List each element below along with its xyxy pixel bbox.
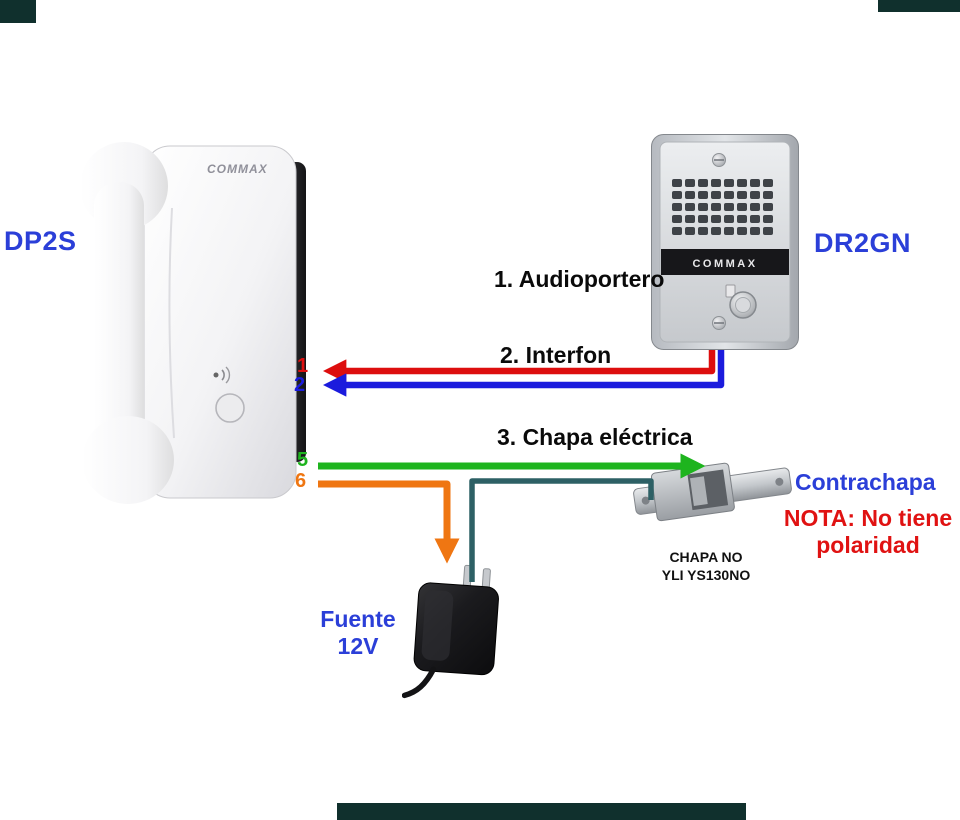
brand-band [661, 249, 789, 275]
name-led [725, 284, 736, 298]
video-artifact-top-left [0, 0, 36, 23]
terminal-number-5: 5 [297, 449, 309, 471]
door-station-graphic: COMMAX [651, 134, 799, 350]
phone-seam [168, 207, 175, 439]
terminal-number-1: 1 [297, 355, 309, 377]
power-adapter-graphic [401, 564, 499, 699]
speaker-grille [672, 179, 776, 239]
step2-label: 2. Interfon [500, 342, 612, 368]
strike-hole-right [775, 477, 784, 486]
electric-strike-graphic [633, 462, 792, 522]
strike-latch [689, 476, 708, 506]
door-station-face [659, 141, 791, 343]
terminal-number-6: 6 [295, 470, 307, 492]
video-artifact-top-right [878, 0, 960, 12]
call-button-center [735, 297, 751, 313]
phone-call-button [215, 393, 245, 423]
phone-handset [80, 142, 174, 504]
strike-model-line1: CHAPA NO [669, 549, 743, 565]
electric-strike [630, 436, 798, 540]
strike-model-line2: YLI YS130NO [661, 567, 751, 583]
psu-label: Fuente 12V [314, 606, 402, 660]
strike-assembly [633, 462, 792, 522]
psu-label-line2: 12V [337, 633, 379, 659]
step1-label: 1. Audioportero [494, 266, 665, 292]
psu-label-line1: Fuente [320, 606, 396, 632]
strike-label: Contrachapa [795, 469, 936, 495]
door-brand-logo: COMMAX [692, 258, 757, 270]
phone-model-label: DP2S [4, 226, 77, 256]
terminal-number-2: 2 [294, 374, 306, 396]
adapter-assembly [401, 564, 499, 699]
adapter-cord [401, 666, 437, 699]
step3-label: 3. Chapa eléctrica [497, 424, 693, 450]
adapter-highlight [421, 590, 454, 661]
intercom-phone-dp2s: COMMAX [78, 138, 312, 508]
power-adapter [401, 563, 517, 708]
door-station-dr2gn: COMMAX [650, 133, 800, 351]
phone-brand-logo: COMMAX [207, 162, 268, 176]
video-artifact-bottom [337, 803, 746, 820]
intercom-phone-graphic: COMMAX [80, 142, 306, 504]
phone-mic-icon [213, 366, 231, 384]
strike-note: NOTA: No tiene polaridad [783, 505, 953, 558]
wire-terminal-6 [318, 480, 460, 564]
plug-prong-left [462, 564, 473, 589]
strike-model-text: CHAPA NO YLI YS130NO [640, 548, 772, 584]
door-station-model-label: DR2GN [814, 228, 912, 258]
